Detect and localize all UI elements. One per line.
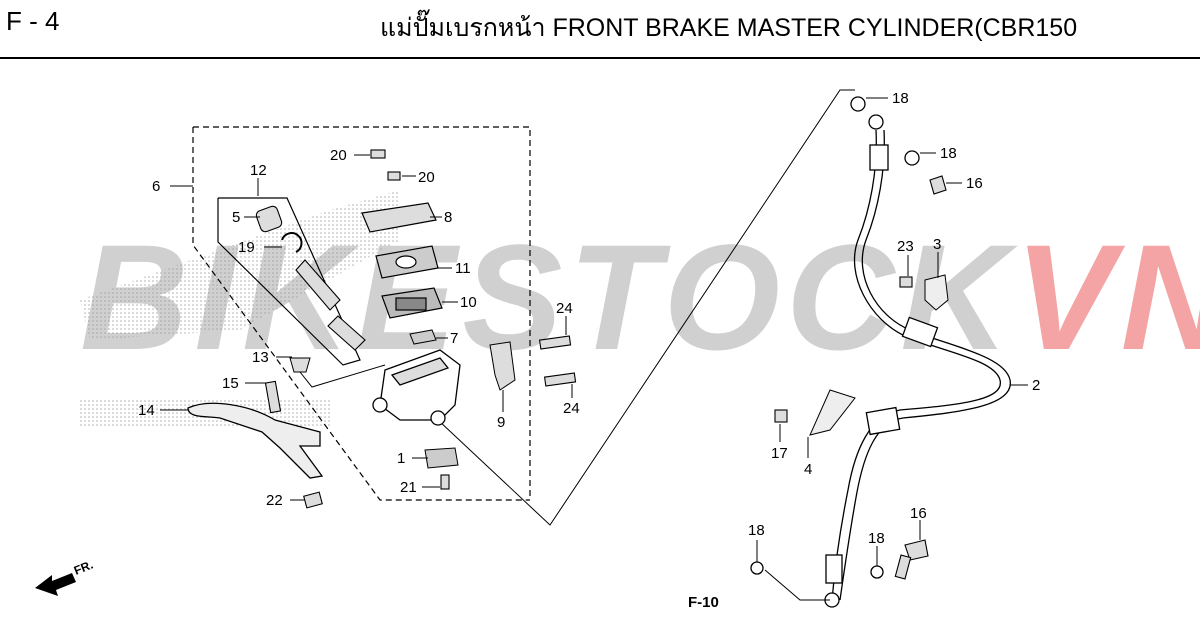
callout-16b: 16 [910, 505, 927, 522]
leader-lines [160, 97, 1028, 566]
master-cylinder-body [372, 349, 461, 426]
plate-11 [375, 245, 439, 279]
callout-23: 23 [897, 238, 914, 255]
callouts: 6 12 5 19 20 20 8 11 10 7 13 15 14 1 21 … [138, 90, 1040, 547]
callout-9: 9 [497, 414, 505, 431]
callout-21: 21 [400, 479, 417, 496]
front-arrow: FR. [35, 558, 95, 596]
front-arrow-label: FR. [72, 558, 95, 578]
switch-1 [424, 447, 459, 469]
callout-18c: 18 [748, 522, 765, 539]
callout-16a: 16 [966, 175, 983, 192]
callout-10: 10 [460, 294, 477, 311]
callout-20a: 20 [330, 147, 347, 164]
callout-20b: 20 [418, 169, 435, 186]
piston-spring [255, 205, 366, 351]
callout-18b: 18 [940, 145, 957, 162]
reservoir-cap-8 [361, 202, 437, 233]
page-code: F - 4 [6, 6, 60, 36]
watermark-part2: VN [1014, 213, 1200, 381]
callout-24a: 24 [556, 300, 573, 317]
callout-18d: 18 [868, 530, 885, 547]
sealing-washers [750, 96, 920, 579]
callout-22: 22 [266, 492, 283, 509]
callout-8: 8 [444, 209, 452, 226]
brake-hose [824, 114, 1011, 608]
callout-14: 14 [138, 402, 155, 419]
circlip-19 [281, 232, 303, 253]
callout-7: 7 [450, 330, 458, 347]
callout-13: 13 [252, 349, 269, 366]
boot-13 [289, 357, 311, 373]
callout-6: 6 [152, 178, 160, 195]
callout-4: 4 [804, 461, 812, 478]
callout-17: 17 [771, 445, 788, 462]
callout-1: 1 [397, 450, 405, 467]
callout-2: 2 [1032, 377, 1040, 394]
bracket-4 [809, 389, 856, 436]
callout-12: 12 [250, 162, 267, 179]
group-boundary [192, 126, 531, 501]
diaphragm-10 [381, 287, 443, 319]
callout-5: 5 [232, 209, 240, 226]
callout-11: 11 [455, 260, 471, 277]
clamp-9 [489, 341, 516, 391]
float-7 [409, 329, 437, 345]
bolts [264, 149, 947, 580]
callout-19: 19 [238, 239, 255, 256]
callout-18a: 18 [892, 90, 909, 107]
header-rule [0, 57, 1200, 59]
bracket-3 [924, 274, 949, 311]
hose-connector-line [437, 89, 855, 526]
callout-15: 15 [222, 375, 239, 392]
ref-f10: F-10 [688, 594, 719, 611]
brake-lever-14 [187, 402, 324, 479]
page-title: แม่ปั๊มเบรกหน้า FRONT BRAKE MASTER CYLIN… [380, 14, 1078, 42]
callout-3: 3 [933, 236, 941, 253]
callout-24b: 24 [563, 400, 580, 417]
lower-banjo-line [764, 569, 830, 601]
